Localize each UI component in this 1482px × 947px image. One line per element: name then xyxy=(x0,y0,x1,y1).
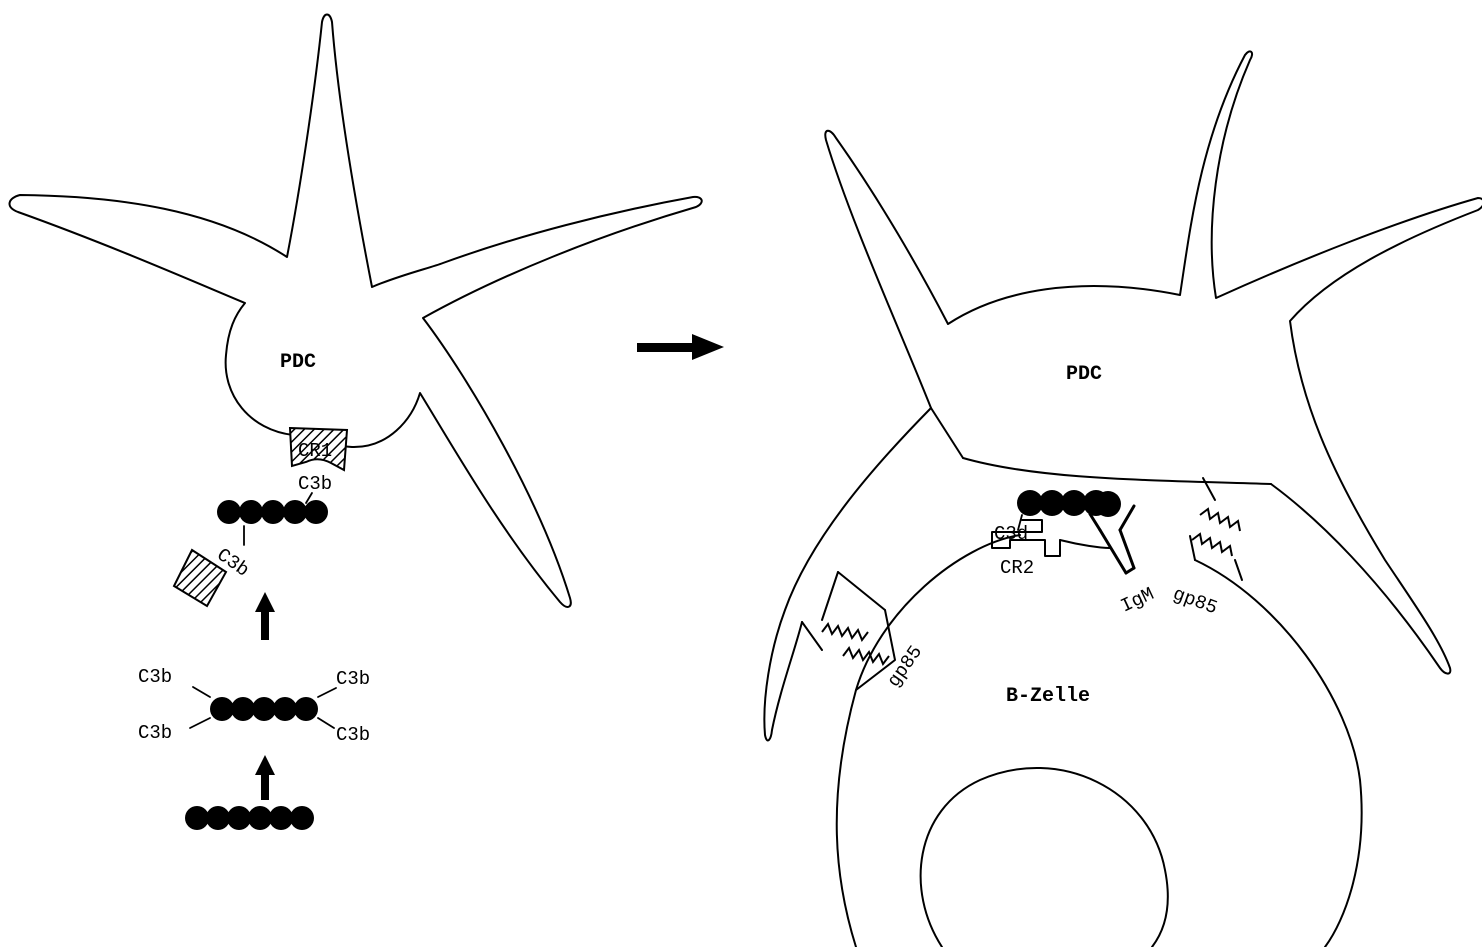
antigen-bead xyxy=(252,697,276,721)
antigen-bead xyxy=(210,697,234,721)
right-pdc-left-stub-2 xyxy=(838,572,885,610)
antigen-bead xyxy=(239,500,263,524)
c3b-tl-bond xyxy=(193,687,210,697)
bcell-gp85-right-stub xyxy=(1190,536,1242,580)
antigen-bead xyxy=(185,806,209,830)
gp85-left-label: gp85 xyxy=(883,641,927,691)
c3b-br-label: C3b xyxy=(336,724,370,746)
antigen-bead xyxy=(217,500,241,524)
left-pdc-cell-outline xyxy=(10,15,702,607)
gp85-right-zigzag-2 xyxy=(1192,534,1232,556)
antigen-bead xyxy=(283,500,307,524)
c3d-label: C3d xyxy=(994,523,1028,545)
right-pdc-cell-outline xyxy=(764,51,1482,740)
c3b-tl-label: C3b xyxy=(138,666,172,688)
antigen-bead xyxy=(1095,491,1121,517)
right-pdc-left-arm-lower xyxy=(802,622,822,650)
left-panel: PDC CR1 C3b C3b C3b C3b C3b C3b xyxy=(10,15,702,831)
antigen-bead xyxy=(227,806,251,830)
antigen-bead xyxy=(273,697,297,721)
antigen-bead xyxy=(206,806,230,830)
c3b-bl-bond xyxy=(190,718,210,728)
antigen-bead xyxy=(231,697,255,721)
right-pdc-left-contact xyxy=(931,408,963,458)
bcell-label: B-Zelle xyxy=(1006,685,1090,708)
immune-complex-bottom xyxy=(185,806,314,830)
right-pdc-lower-membrane xyxy=(963,458,1271,484)
right-pdc-label: PDC xyxy=(1066,363,1102,386)
right-panel: B-Zelle PDC gp85 C3d CR2 IgM xyxy=(764,51,1482,947)
immune-complex-top xyxy=(217,500,328,524)
cr2-label: CR2 xyxy=(1000,557,1034,579)
igm-label: IgM xyxy=(1117,583,1157,617)
antigen-bead xyxy=(290,806,314,830)
immune-complex-right xyxy=(1017,490,1121,517)
antigen-bead xyxy=(269,806,293,830)
c3b-tr-bond xyxy=(318,688,336,697)
up-arrow-lower xyxy=(255,755,275,800)
left-pdc-label: PDC xyxy=(280,351,316,374)
bcell-membrane xyxy=(837,535,1362,947)
cr1-label: CR1 xyxy=(298,440,332,462)
c3b-br-bond xyxy=(318,718,334,728)
antigen-bead xyxy=(294,697,318,721)
gp85-right-label: gp85 xyxy=(1170,583,1220,619)
up-arrow-upper xyxy=(255,592,275,640)
immune-complex-middle xyxy=(210,697,318,721)
gp85-right-zigzag-1 xyxy=(1200,509,1240,531)
antigen-bead xyxy=(248,806,272,830)
gp85-left-zigzag-1 xyxy=(822,624,868,640)
antigen-bead xyxy=(261,500,285,524)
bcell-nucleus xyxy=(921,768,1168,947)
c3b-tr-label: C3b xyxy=(336,668,370,690)
antigen-bead xyxy=(304,500,328,524)
transition-arrow xyxy=(637,334,724,360)
c3b-bl-label: C3b xyxy=(138,722,172,744)
c3b-top-label: C3b xyxy=(298,473,332,495)
right-pdc-left-stub xyxy=(822,572,838,620)
